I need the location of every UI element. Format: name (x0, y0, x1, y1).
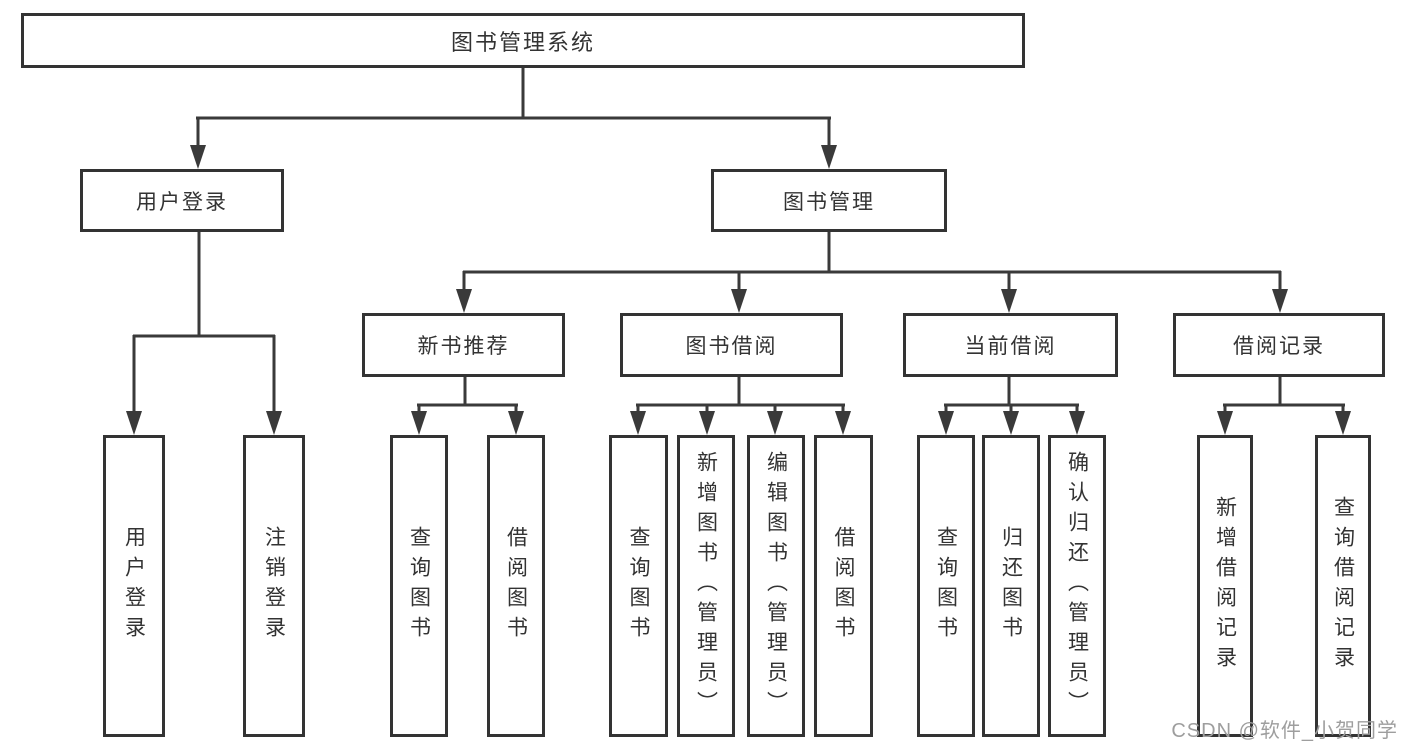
node-label: 查询借阅记录 (1331, 496, 1355, 676)
node-leaf-query-borrow-record: 查询借阅记录 (1315, 435, 1371, 737)
node-label: 借阅图书 (504, 526, 528, 646)
node-new-book-recommendation: 新书推荐 (362, 313, 565, 377)
connector-book-mgmt-to-level3 (456, 231, 1288, 313)
node-label: 确认归还（管理员） (1065, 451, 1089, 721)
node-leaf-add-borrow-record: 新增借阅记录 (1197, 435, 1253, 737)
connector-new-book-to-leaves (411, 377, 524, 435)
node-label: 用户登录 (122, 526, 146, 646)
node-leaf-user-login: 用户登录 (103, 435, 165, 737)
node-label: 借阅图书 (832, 526, 855, 646)
node-label: 归还图书 (999, 526, 1023, 646)
node-label: 新增借阅记录 (1213, 496, 1237, 676)
node-leaf-edit-books-admin: 编辑图书（管理员） (747, 435, 805, 737)
node-label: 用户登录 (136, 190, 228, 214)
connector-current-borrow-to-leaves (938, 377, 1085, 435)
connector-borrow-record-to-leaves (1217, 377, 1351, 435)
node-label: 当前借阅 (964, 335, 1057, 358)
node-book-management: 图书管理 (711, 169, 947, 232)
node-label: 图书管理系统 (450, 29, 595, 55)
node-current-borrowing: 当前借阅 (903, 313, 1118, 377)
node-label: 新书推荐 (417, 335, 510, 358)
node-user-login: 用户登录 (80, 169, 284, 232)
node-label: 查询图书 (934, 526, 958, 646)
node-leaf-query-books-recommend: 查询图书 (390, 435, 448, 737)
node-leaf-confirm-return-admin: 确认归还（管理员） (1048, 435, 1106, 737)
node-label: 新增图书（管理员） (694, 451, 718, 721)
node-label: 查询图书 (627, 526, 650, 646)
node-borrowing-records: 借阅记录 (1173, 313, 1385, 377)
node-leaf-query-books-current: 查询图书 (917, 435, 975, 737)
node-book-borrowing: 图书借阅 (620, 313, 843, 377)
node-label: 查询图书 (407, 526, 431, 646)
csdn-watermark: CSDN @软件_小贺同学 (1171, 720, 1398, 742)
node-leaf-query-books-borrow: 查询图书 (609, 435, 668, 737)
connector-user-login-to-leaves (126, 231, 282, 435)
node-label: 借阅记录 (1233, 335, 1325, 358)
connector-book-borrow-to-leaves (630, 377, 851, 435)
node-library-management-system: 图书管理系统 (21, 13, 1025, 68)
node-leaf-add-books-admin: 新增图书（管理员） (677, 435, 735, 737)
node-leaf-borrow-books-recommend: 借阅图书 (487, 435, 545, 737)
node-leaf-borrow-books: 借阅图书 (814, 435, 873, 737)
node-label: 编辑图书（管理员） (764, 451, 788, 721)
node-label: 注销登录 (262, 526, 286, 646)
node-label: 图书管理 (783, 190, 875, 214)
node-leaf-logout: 注销登录 (243, 435, 305, 737)
node-label: 图书借阅 (685, 335, 778, 358)
connector-root-to-level2 (190, 68, 837, 169)
node-leaf-return-books: 归还图书 (982, 435, 1040, 737)
